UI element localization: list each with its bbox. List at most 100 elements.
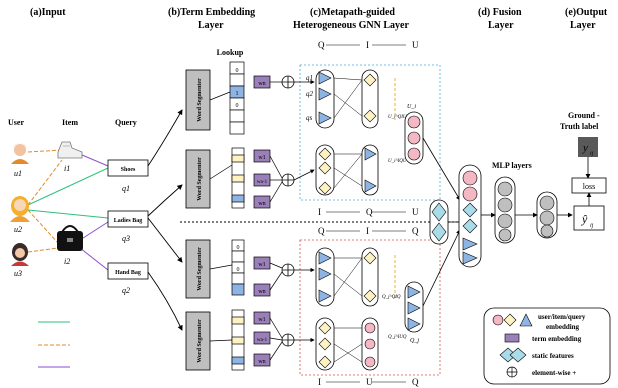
user-u1-icon xyxy=(11,143,29,164)
fusion-lines xyxy=(422,137,461,307)
gnn-top-q-column xyxy=(315,69,335,129)
user-u3-icon xyxy=(11,243,29,266)
prediction-y-sub: ij xyxy=(590,223,594,229)
svg-text:Word Segmenter: Word Segmenter xyxy=(197,78,203,122)
term-stack-4 xyxy=(231,309,245,371)
input-edges xyxy=(27,149,109,271)
top-edge-3 xyxy=(333,79,363,119)
w-to-plus-lines xyxy=(269,81,283,361)
ground-truth-box xyxy=(578,137,598,157)
mlp-label: MLP layers xyxy=(492,161,532,170)
header-fusion-2: Layer xyxy=(488,20,514,31)
top2-edge-3 xyxy=(333,153,363,189)
bot-q-qiq: Q_j^QIQ xyxy=(382,295,401,300)
gnn-bot-q-column xyxy=(315,247,335,307)
col-user: User xyxy=(8,118,24,127)
w-label-top: wn xyxy=(258,81,265,87)
header-fusion-1: (d) Fusion xyxy=(478,7,522,18)
prediction-box xyxy=(573,205,605,231)
legend-term-icon xyxy=(504,333,520,343)
lookup-top-0b: 0 xyxy=(236,103,239,109)
path-mid-q: Q xyxy=(366,207,373,217)
query-to-segmenter-arrows xyxy=(147,109,183,331)
term-stack-2 xyxy=(231,147,245,209)
legend-text-2: embedding xyxy=(546,323,580,331)
path-mid2-q2: Q xyxy=(412,226,419,236)
col-item: Item xyxy=(62,118,78,127)
shoe-icon xyxy=(57,141,83,159)
prediction-y: ŷ xyxy=(581,212,588,226)
svg-text:Word Segmenter: Word Segmenter xyxy=(197,319,203,363)
handbag-icon xyxy=(57,225,83,251)
w-boxes xyxy=(253,75,271,367)
path-bot-i: I xyxy=(318,377,321,387)
header-gnn-1: (c)Metapath-guided xyxy=(310,7,395,18)
loss-label: loss xyxy=(583,182,595,191)
w-label-4a: w1 xyxy=(258,317,265,323)
query-box-q3 xyxy=(107,210,149,228)
bot-q-final: Q_j xyxy=(410,338,419,344)
path-bot-u: U xyxy=(366,377,373,387)
path-top-i: I xyxy=(366,40,369,50)
col-query: Query xyxy=(115,118,137,127)
w-label-2b: wn-1 xyxy=(257,180,268,185)
legend-box xyxy=(483,307,611,385)
w-label-3a: w1 xyxy=(258,262,265,268)
header-input: (a)Input xyxy=(30,7,66,18)
gnn-top-i-column xyxy=(361,69,379,129)
path-top-u: U xyxy=(412,40,419,50)
plus-to-gnn-arrows xyxy=(293,79,315,343)
path-mid-i: I xyxy=(318,207,321,217)
gt-label-2: Truth label xyxy=(560,122,599,131)
top-u-final: U_i xyxy=(407,104,416,110)
word-segmenter-1: Word Segmenter xyxy=(185,69,211,131)
segmenter-to-lookup xyxy=(209,91,233,342)
query-box-q1 xyxy=(107,159,149,177)
legend-text-5: element-wise + xyxy=(532,369,576,377)
lookup-table-bottom xyxy=(231,239,245,296)
legend-text-4: static features xyxy=(532,352,574,360)
gnn-top2-q-column xyxy=(361,144,379,196)
gnn-u-stack-top xyxy=(404,111,424,165)
query-label-q3: q3 xyxy=(122,234,130,243)
lookup-table-top xyxy=(229,61,245,135)
top-u-iqu: U_i^IQU xyxy=(388,159,407,164)
path-top-q: Q xyxy=(318,40,325,50)
lookup-label: Lookup xyxy=(217,48,244,57)
word-segmenter-3: Word Segmenter xyxy=(185,239,211,299)
query-label-q2: q2 xyxy=(122,286,130,295)
item-i2-label: i2 xyxy=(64,257,70,266)
path-mid-u: U xyxy=(412,207,419,217)
word-segmenter-2: Word Segmenter xyxy=(185,149,211,209)
gt-label-1: Ground - xyxy=(568,111,600,120)
user-u2-icon xyxy=(10,196,30,222)
lookup-bot-0b: 0 xyxy=(237,267,240,273)
lookup-top-0: 0 xyxy=(236,68,239,74)
fusion-concat-column xyxy=(458,164,482,268)
gnn-bot-i-column xyxy=(361,247,379,307)
legend-plus-icon xyxy=(506,366,518,378)
legend-text-3: term embedding xyxy=(532,335,582,343)
gnn-box-bottom xyxy=(299,239,441,376)
legend-text-1: user/item/query xyxy=(538,313,586,321)
query-box-q2 xyxy=(107,262,149,280)
bot-edge-3 xyxy=(333,257,363,297)
w-label-4b: wn-1 xyxy=(257,338,268,343)
query-label-q1: q1 xyxy=(122,184,130,193)
legend-node-icons xyxy=(492,313,533,327)
bot-edge-2 xyxy=(333,273,363,297)
w-label-2a: w1 xyxy=(258,155,265,161)
gnn-bot2-i-column xyxy=(315,317,335,371)
gnn-top2-i-column xyxy=(315,144,335,196)
header-term-1: (b)Term Embedding xyxy=(168,7,255,18)
ground-truth-y-sub: ij xyxy=(590,151,594,157)
gnn-box-top xyxy=(299,64,441,201)
svg-text:Word Segmenter: Word Segmenter xyxy=(197,247,203,291)
w-label-4c: wn xyxy=(258,359,265,365)
user-u2-label: u2 xyxy=(14,225,22,234)
path-bot-q: Q xyxy=(412,377,419,387)
gnn-q-stack-bot xyxy=(404,281,424,333)
query-text-q2: Hand Bag xyxy=(115,270,141,276)
svg-text:Word Segmenter: Word Segmenter xyxy=(197,157,203,201)
